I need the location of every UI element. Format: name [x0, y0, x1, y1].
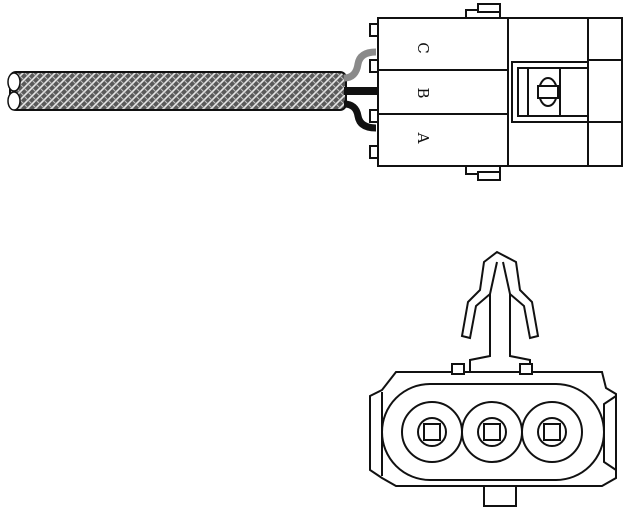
pin-label-a: A — [414, 132, 432, 144]
pin-labels: C B A — [414, 42, 432, 143]
wire-a — [343, 100, 377, 132]
braided-cable — [7, 71, 347, 111]
pin-label-c: C — [414, 42, 432, 53]
socket-right — [521, 401, 583, 463]
socket-center — [461, 401, 523, 463]
pin-label-b: B — [414, 87, 432, 98]
connector-front-view — [369, 363, 617, 507]
connector-side-view — [369, 3, 623, 181]
wire-c — [343, 48, 377, 82]
wires — [343, 48, 378, 132]
socket-left — [401, 401, 463, 463]
mounting-clip — [460, 250, 540, 375]
